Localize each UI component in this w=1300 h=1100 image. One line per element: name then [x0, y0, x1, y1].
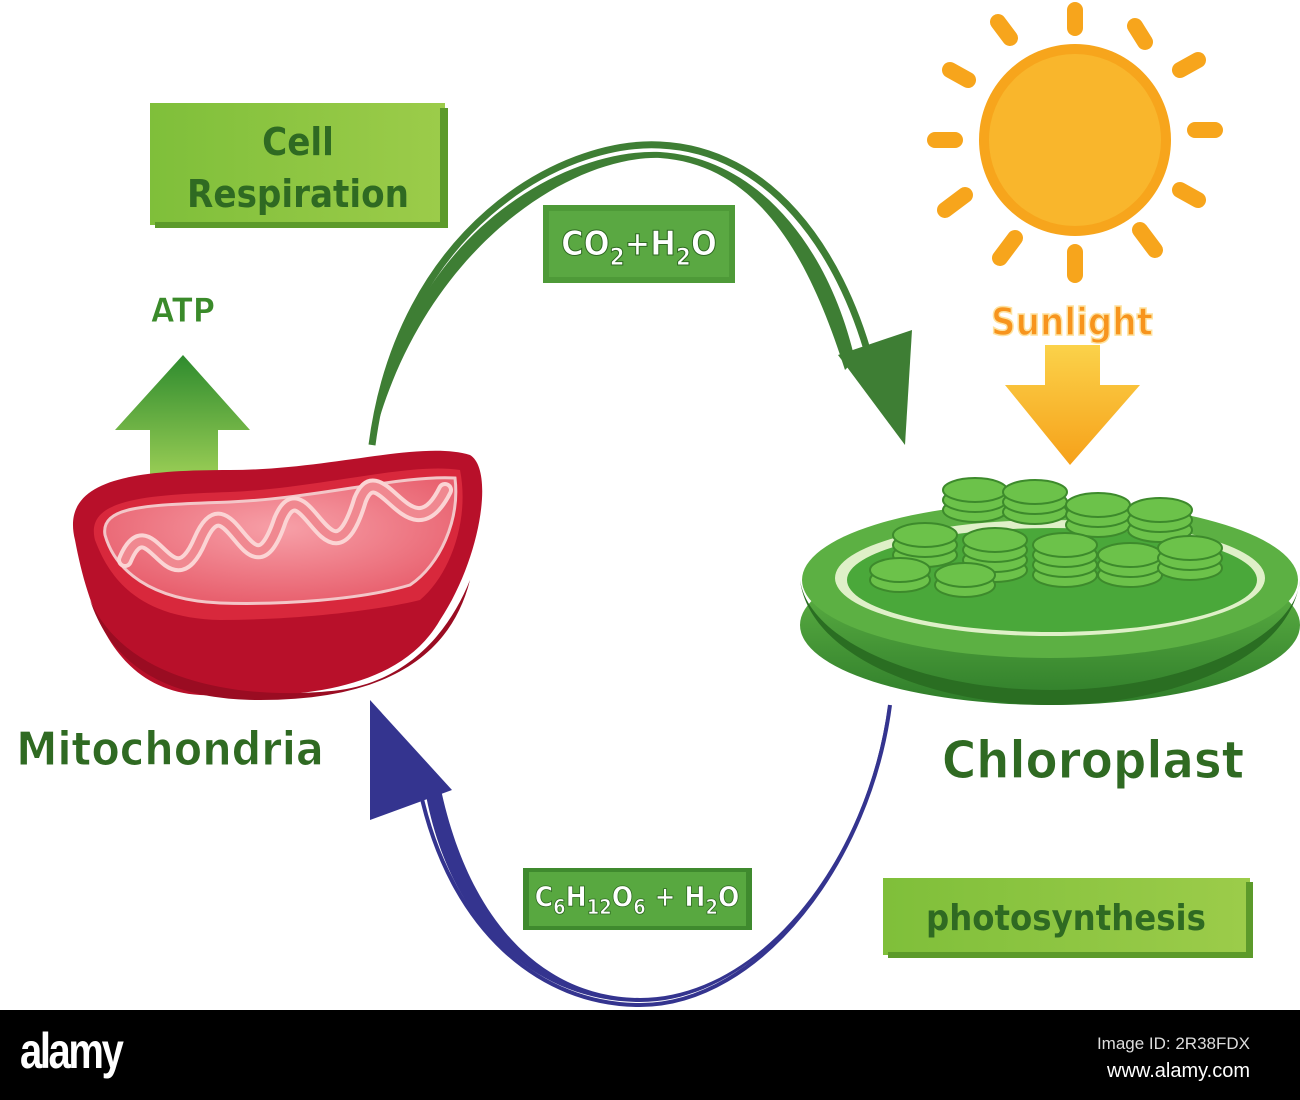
photosynthesis-box: photosynthesis	[883, 878, 1253, 958]
co2-h2o-box: CO2+H2O	[543, 205, 735, 283]
sun-icon	[927, 2, 1223, 283]
site-url: www.alamy.com	[1107, 1060, 1250, 1082]
mitochondria-label: Mitochondria	[16, 722, 324, 776]
chloroplast-label: Chloroplast	[942, 731, 1244, 791]
glucose-h2o-formula: C6H12O6 + H2O	[535, 880, 740, 919]
glucose-h2o-box: C6H12O6 + H2O	[523, 868, 752, 930]
chloroplast-illustration	[800, 477, 1300, 705]
glucose-arrowhead-icon	[370, 700, 452, 820]
cell-respiration-label-line1: Cell	[262, 120, 334, 164]
co2-h2o-formula: CO2+H2O	[561, 224, 717, 271]
co2-flow-arc	[368, 141, 874, 446]
mitochondria-illustration	[72, 450, 483, 700]
watermark-footer: alamy Image ID: 2R38FDX www.alamy.com	[0, 1010, 1300, 1100]
alamy-logo: alamy	[20, 1023, 124, 1079]
sunlight-label: Sunlight	[991, 300, 1153, 344]
co2-arrowhead-icon	[838, 330, 912, 445]
cell-respiration-box: Cell Respiration	[150, 103, 448, 228]
cell-respiration-label-line2: Respiration	[187, 172, 409, 216]
image-id: Image ID: 2R38FDX	[1096, 1034, 1250, 1053]
glucose-flow-arc	[418, 704, 892, 1008]
atp-label: ATP	[151, 291, 215, 331]
respiration-photosynthesis-diagram: Cell Respiration ATP Mitochondria CO2+H2…	[16, 2, 1300, 1008]
sunlight-down-arrow-icon	[1005, 345, 1140, 465]
photosynthesis-label: photosynthesis	[926, 898, 1206, 939]
atp-up-arrow-icon	[115, 355, 250, 493]
